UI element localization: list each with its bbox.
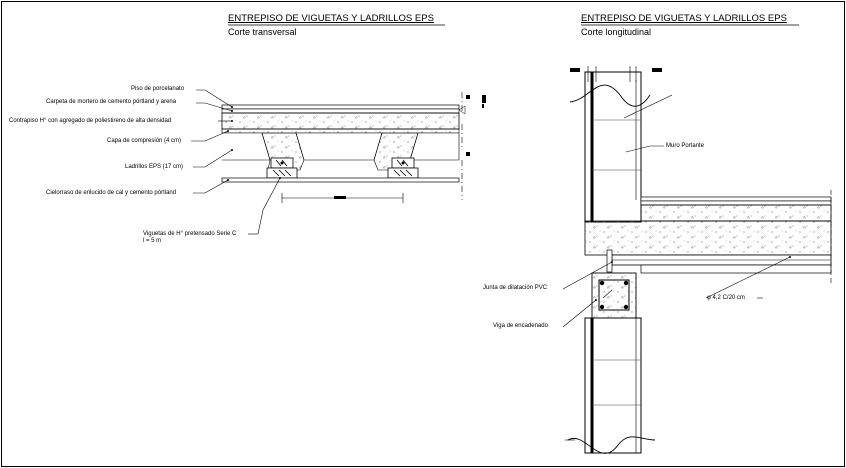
left-subtitle: Corte transversal [228, 27, 297, 37]
eps-block-2 [295, 132, 383, 161]
label-cielorraso: Cielorraso de enlucido de cal y cemento … [46, 190, 177, 196]
longitudinal-section [562, 66, 832, 454]
porcelain-layer [221, 104, 460, 110]
label-capa: Capa de compresión (4 cm) [107, 138, 182, 144]
label-armadura: φ 4,2 C/20 cm [707, 295, 745, 301]
bearing-wall-upper [584, 71, 642, 223]
label-viguetas-length: l = 5 m [143, 238, 162, 244]
label-contrapiso: Contrapiso H° con agregado de poliestire… [9, 118, 172, 124]
label-muro: Muro Portante [666, 143, 705, 149]
ceiling-plaster [221, 177, 460, 183]
left-title: ENTREPISO DE VIGUETAS Y LADRILLOS EPS [228, 13, 434, 24]
transverse-section [191, 89, 486, 235]
wall-top-break [569, 84, 651, 107]
mortar-layer [221, 108, 460, 114]
contrapiso-layer [221, 112, 460, 130]
eps-block-3 [409, 132, 460, 161]
slab-finish [640, 196, 832, 202]
wall-bottom-break [567, 436, 656, 454]
joist-2 [387, 157, 419, 179]
right-subtitle: Corte longitudinal [581, 27, 652, 37]
compression-layer [221, 128, 460, 134]
left-arrowheads [227, 106, 281, 181]
joist-1 [266, 157, 298, 179]
bearing-wall-lower [584, 317, 642, 454]
label-junta: Junta de dilatación PVC [483, 285, 548, 291]
label-piso: Piso de porcelanato [131, 86, 185, 92]
label-ladrillos: Ladrillos EPS (17 cm) [125, 164, 184, 170]
slab-screed [640, 200, 832, 206]
label-viga: Viga de encadenado [493, 323, 548, 329]
slab-compression [584, 220, 832, 256]
label-viguetas: Viguetas de H° pretensado Serie C [143, 231, 237, 237]
rebars [599, 280, 629, 310]
left-leaders [191, 89, 281, 235]
right-title: ENTREPISO DE VIGUETAS Y LADRILLOS EPS [581, 13, 787, 24]
slab-contrapiso [640, 204, 832, 222]
brick-joints [592, 119, 641, 406]
pvc-joint [606, 249, 613, 273]
label-carpeta: Carpeta de mortero de cemento pórtland y… [46, 99, 177, 105]
eps-block-1 [222, 132, 271, 161]
right-leaders [562, 145, 791, 328]
